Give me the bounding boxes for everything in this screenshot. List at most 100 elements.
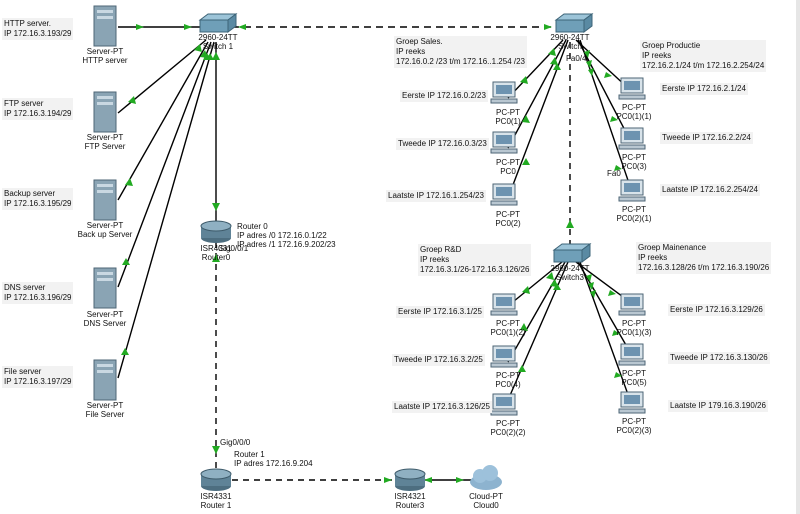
link-backup-switch1[interactable] — [117, 41, 209, 201]
port-up-icon — [122, 258, 130, 265]
port-up-icon — [553, 63, 561, 70]
label-server-file: Server-PT File Server — [85, 401, 125, 419]
port-up-icon — [614, 165, 622, 171]
port-up-icon — [212, 446, 220, 454]
canvas-border — [796, 0, 800, 514]
note-laatste-sales: Laatste IP 172.16.1.254/23 — [386, 190, 486, 202]
port-up-icon — [128, 96, 136, 104]
note-backup-server: Backup server IP 172.16.3.195/29 — [2, 188, 74, 210]
port-up-icon — [518, 365, 526, 372]
label-server-ftp: Server-PT FTP Server — [84, 133, 126, 151]
port-up-icon — [612, 330, 620, 336]
note-eerste-maint: Eerste IP 172.16.3.129/26 — [668, 304, 765, 316]
link-dns-switch1[interactable] — [117, 41, 212, 288]
pc-maint2-icon[interactable] — [618, 343, 646, 366]
pc-sales3-icon[interactable] — [490, 183, 518, 206]
switch-rnd-icon[interactable] — [552, 243, 592, 263]
port-up-icon — [548, 48, 556, 56]
port-up-icon — [456, 477, 464, 483]
note-tweede-sales: Tweede IP 172.16.0.3/23 — [396, 138, 489, 150]
link-file-switch1[interactable] — [117, 41, 215, 379]
port-up-icon — [608, 290, 616, 296]
port-up-icon — [522, 158, 530, 165]
router3-icon[interactable] — [394, 468, 426, 491]
port-up-icon — [194, 44, 202, 52]
pc-prod2-icon[interactable] — [618, 127, 646, 150]
port-up-icon — [384, 477, 392, 483]
label-pc-rnd1: PC-PT PC0(1)(2) — [490, 319, 526, 337]
server-http-icon[interactable] — [93, 5, 117, 47]
note-dns-server: DNS server IP 172.16.3.196/29 — [2, 282, 74, 304]
label-router0: ISR4331 Router0 — [200, 244, 232, 262]
label-pc-sales2: PC-PT PC0 — [496, 158, 520, 176]
port-up-icon — [121, 348, 129, 355]
port-up-icon — [614, 372, 622, 378]
link-rnd-maint3[interactable] — [579, 261, 631, 401]
link-rnd-pc1[interactable] — [507, 261, 563, 307]
link-sales-pc2[interactable] — [507, 39, 567, 149]
port-up-icon — [212, 254, 220, 262]
pc-maint3-icon[interactable] — [618, 391, 646, 414]
pc-maint1-icon[interactable] — [618, 293, 646, 316]
label-router1: ISR4331 Router 1 — [200, 492, 232, 510]
server-file-icon[interactable] — [93, 359, 117, 401]
note-file-server: File server IP 172.16.3.197/29 — [2, 366, 74, 388]
switch-sales-icon[interactable] — [554, 13, 594, 33]
label-pc-rnd2: PC-PT PC0(4) — [495, 371, 521, 389]
link-sales-prod1[interactable] — [575, 39, 629, 89]
port-up-icon — [184, 24, 192, 30]
port-up-icon — [586, 60, 592, 68]
label-cloud0: Cloud-PT Cloud0 — [469, 492, 503, 510]
label-pc-maint2: PC-PT PC0(5) — [621, 369, 647, 387]
pc-rnd1-icon[interactable] — [490, 293, 518, 316]
routers — [200, 220, 426, 491]
note-router1: Router 1 IP adres 172.16.9.204 — [234, 450, 313, 468]
note-eerste-rnd: Eerste IP 172.16.3.1/25 — [396, 306, 484, 318]
router1-icon[interactable] — [200, 468, 232, 491]
port-up-icon — [125, 178, 133, 186]
server-backup-icon[interactable] — [93, 179, 117, 221]
label-server-http: Server-PT HTTP server — [82, 47, 128, 65]
port-indicators — [121, 24, 622, 483]
label-pc-prod1: PC-PT PC0(1)(1) — [616, 103, 652, 121]
router0-icon[interactable] — [200, 220, 232, 243]
label-pc-prod3: PC-PT PC0(2)(1) — [616, 205, 652, 223]
port-up-icon — [584, 50, 590, 58]
port-label-gig000: Gig0/0/0 — [220, 438, 251, 447]
switch1-icon[interactable] — [198, 13, 238, 33]
label-pc-rnd3: PC-PT PC0(2)(2) — [490, 419, 526, 437]
cloud-icon[interactable] — [470, 465, 502, 490]
pc-rnd3-icon[interactable] — [490, 393, 518, 416]
note-group-rnd: Groep R&D IP reeks 172.16.3.1/26-172.16.… — [418, 244, 532, 276]
server-ftp-icon[interactable] — [93, 91, 117, 133]
note-eerste-prod: Eerste IP 172.16.2.1/24 — [660, 83, 748, 95]
servers — [93, 5, 117, 401]
pc-sales1-icon[interactable] — [490, 81, 518, 104]
note-router0: Router 0 IP adres /0 172.16.0.1/22 IP ad… — [237, 222, 336, 249]
label-pc-sales1: PC-PT PC0(1) — [495, 108, 521, 126]
label-pc-maint3: PC-PT PC0(2)(3) — [616, 417, 652, 435]
note-group-sales: Groep Sales. IP reeks 172.16.0.2 /23 t/m… — [394, 36, 527, 68]
note-laatste-prod: Laatste IP 172.16.2.254/24 — [660, 184, 760, 196]
label-switch1: 2960-24TT Switch 1 — [198, 33, 238, 51]
label-switch-sales: 2960-24TT Switch — [550, 33, 590, 51]
server-dns-icon[interactable] — [93, 267, 117, 309]
port-up-icon — [212, 52, 220, 60]
link-sales-prod2[interactable] — [577, 39, 631, 141]
pc-rnd2-icon[interactable] — [490, 345, 518, 368]
port-up-icon — [522, 115, 530, 123]
port-up-icon — [550, 57, 558, 65]
note-laatste-maint: Laatste IP 179.16.3.190/26 — [668, 400, 768, 412]
pc-prod3-icon[interactable] — [618, 179, 646, 202]
link-rnd-pc2[interactable] — [507, 261, 566, 363]
pc-sales2-icon[interactable] — [490, 131, 518, 154]
pc-prod1-icon[interactable] — [618, 77, 646, 100]
note-tweede-maint: Tweede IP 172.16.3.130/26 — [668, 352, 770, 364]
label-server-backup: Server-PT Back up Server — [77, 221, 133, 239]
port-up-icon — [610, 116, 618, 122]
port-up-icon — [136, 24, 144, 30]
port-up-icon — [553, 283, 561, 290]
label-pc-maint1: PC-PT PC0(1)(3) — [616, 319, 652, 337]
port-up-icon — [590, 290, 596, 298]
